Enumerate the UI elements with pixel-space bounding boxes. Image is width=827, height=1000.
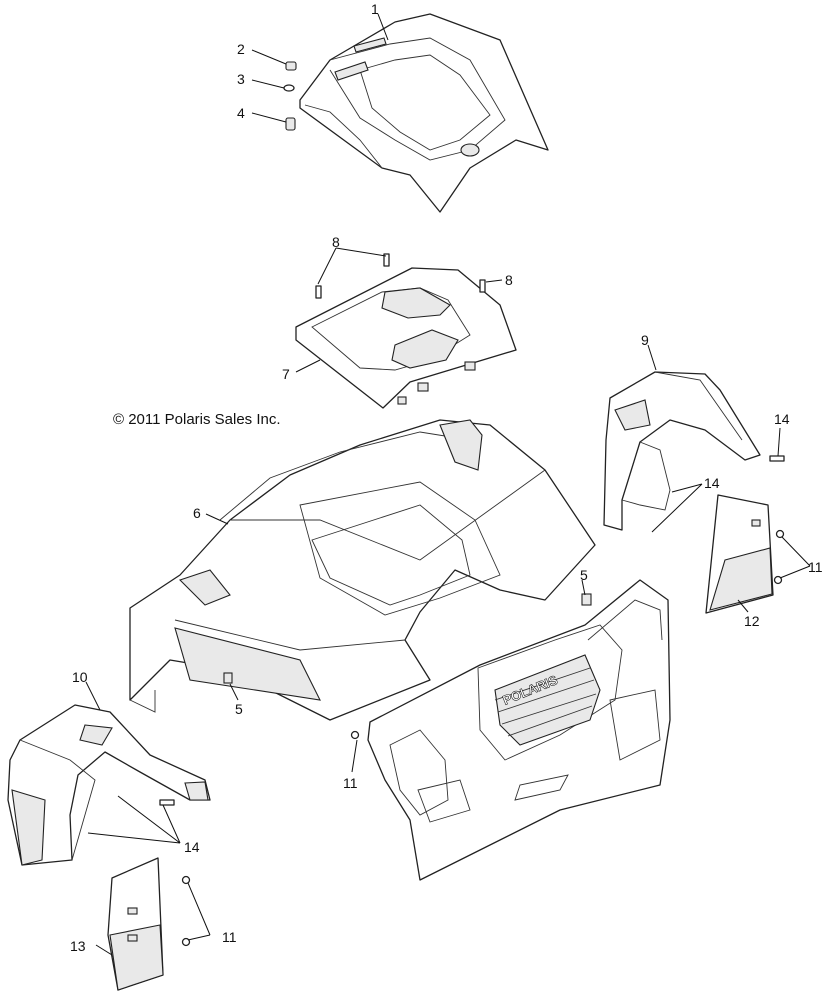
copyright-text: © 2011 Polaris Sales Inc.	[113, 411, 281, 428]
callout-12: 12	[744, 613, 760, 629]
part-5-clip-left	[223, 672, 233, 684]
callout-11-center: 11	[343, 775, 358, 791]
callout-14-right: 14	[704, 475, 720, 491]
part-4-grommet	[285, 117, 296, 131]
part-2-fastener	[285, 61, 297, 71]
callout-3: 3	[237, 71, 245, 87]
callout-2: 2	[237, 41, 245, 57]
callout-labels: 1 2 3 4 8 8 7 © 2011 Polaris Sales Inc. …	[70, 1, 823, 954]
callout-8-left: 8	[332, 234, 340, 250]
part-12-right-mudflap	[705, 494, 774, 614]
callout-9: 9	[641, 332, 649, 348]
part-13-left-mudflap	[107, 857, 164, 991]
part-10-left-fender	[7, 704, 211, 866]
callout-5-left: 5	[235, 701, 243, 717]
leader-lines	[85, 13, 811, 956]
callout-14-right-top: 14	[774, 411, 790, 427]
part-5-clip-right	[581, 593, 592, 606]
callout-11-left: 11	[222, 929, 237, 945]
front-bumper-grille: POLARIS	[367, 579, 671, 881]
callout-13: 13	[70, 938, 86, 954]
callout-4: 4	[237, 105, 245, 121]
part-6-body-panel	[129, 419, 596, 721]
part-7-storage-tray	[295, 267, 517, 409]
callout-14-left: 14	[184, 839, 200, 855]
part-9-right-fender	[603, 371, 761, 531]
part-8-screw	[315, 253, 486, 299]
callout-10: 10	[72, 669, 88, 685]
part-14-pin-left	[159, 799, 175, 806]
callout-7: 7	[282, 366, 290, 382]
part-1-hood-cover	[299, 13, 549, 213]
callout-11-right: 11	[808, 559, 823, 575]
part-14-pin-right	[769, 455, 785, 462]
callout-8-right: 8	[505, 272, 513, 288]
part-3-washer	[283, 84, 295, 92]
callout-1: 1	[371, 1, 379, 17]
part-11-fastener	[181, 529, 785, 947]
callout-5-right: 5	[580, 567, 588, 583]
callout-6: 6	[193, 505, 201, 521]
